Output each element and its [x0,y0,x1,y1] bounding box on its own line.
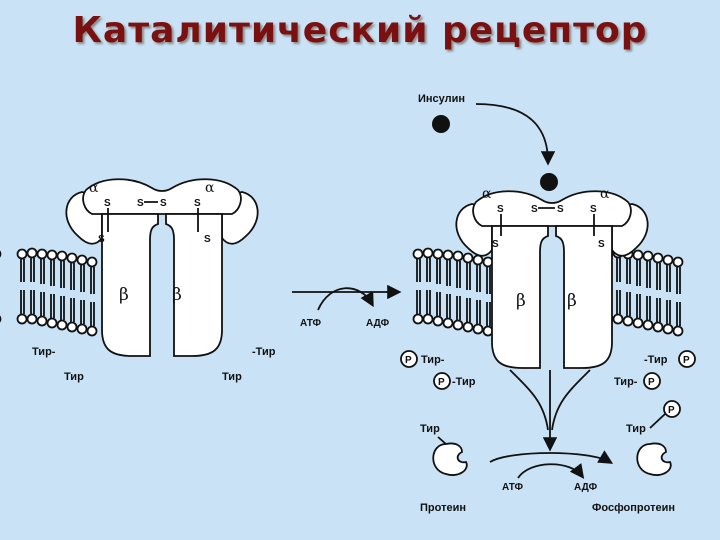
s-label: S [160,198,167,209]
membrane-right-outer [412,247,494,337]
alpha-label: α [482,186,492,202]
s-label: S [598,239,605,250]
beta-label: β [172,285,182,305]
beta-label: β [567,291,577,311]
s-label: S [497,204,504,215]
receptor-inactive: α α S S S S S S β β Тир- -Тир Тир Тир [0,178,276,383]
phosphorylation-arrow [489,450,614,464]
tyr-label: Тир [420,423,440,435]
phosphoprotein-shape [636,442,672,476]
atp-adp-arc [517,463,585,479]
tyr-label: Тир [64,371,84,383]
insulin-arrow [475,103,556,166]
phosphate-group [400,350,418,368]
tyr-label: Тир- [421,354,445,366]
s-label: S [204,234,211,245]
s-label: S [531,204,538,215]
alpha-label: α [205,180,215,196]
atp-adp-arc [317,287,374,311]
membrane-left-outer [16,247,98,337]
phosphate-group [678,350,696,368]
phosphate-label: P [405,355,412,366]
receptor-active: Инсулин α α S S S S S S β β P Тир- P -Ти… [400,93,696,514]
phosphoprotein-label: Фосфопротеин [592,502,675,514]
adp-label: АДФ [366,318,390,329]
signal-curve-left [509,369,549,431]
atp-label: АТФ [502,482,523,493]
s-label: S [104,198,111,209]
insulin-bound [540,173,558,191]
protein-shape [432,442,468,476]
receptor-body-right [455,190,649,369]
beta-label: β [516,291,526,311]
s-label: S [492,239,499,250]
tyr-label: Тир- [614,376,638,388]
protein-label: Протеин [420,502,466,514]
membrane-left-inner [0,247,2,337]
activation-arrow: АТФ АДФ [292,284,402,329]
phosphate-label: P [683,355,690,366]
phosphate-link [649,413,666,429]
signal-curve-right [551,369,591,431]
alpha-label: α [89,180,99,196]
tyr-label: Тир [222,371,242,383]
s-label: S [137,198,144,209]
s-label: S [98,234,105,245]
slide-title: Каталитический рецептор [72,10,648,51]
phosphate-label: P [668,405,675,416]
atp-label: АТФ [300,318,321,329]
tyr-label: Тир [626,423,646,435]
s-label: S [194,198,201,209]
tyr-label: -Тир [452,376,476,388]
disulfide-bonds [107,201,199,232]
phosphate-group [643,372,661,390]
adp-label: АДФ [574,482,598,493]
s-label: S [590,204,597,215]
tyr-label: Тир- [32,346,56,358]
phosphate-group [433,372,451,390]
phosphate-group [663,400,681,418]
membrane-right-inner [602,247,684,337]
protein-link [437,436,447,445]
disulfide-bonds [500,207,595,236]
tyr-label: -Тир [644,354,668,366]
s-label: S [557,204,564,215]
beta-label: β [119,285,129,305]
phosphate-label: P [648,377,655,388]
phosphate-label: P [438,377,445,388]
insulin-molecule [432,115,450,133]
insulin-label: Инсулин [418,93,465,105]
alpha-label: α [600,186,610,202]
tyr-label: -Тир [252,346,276,358]
